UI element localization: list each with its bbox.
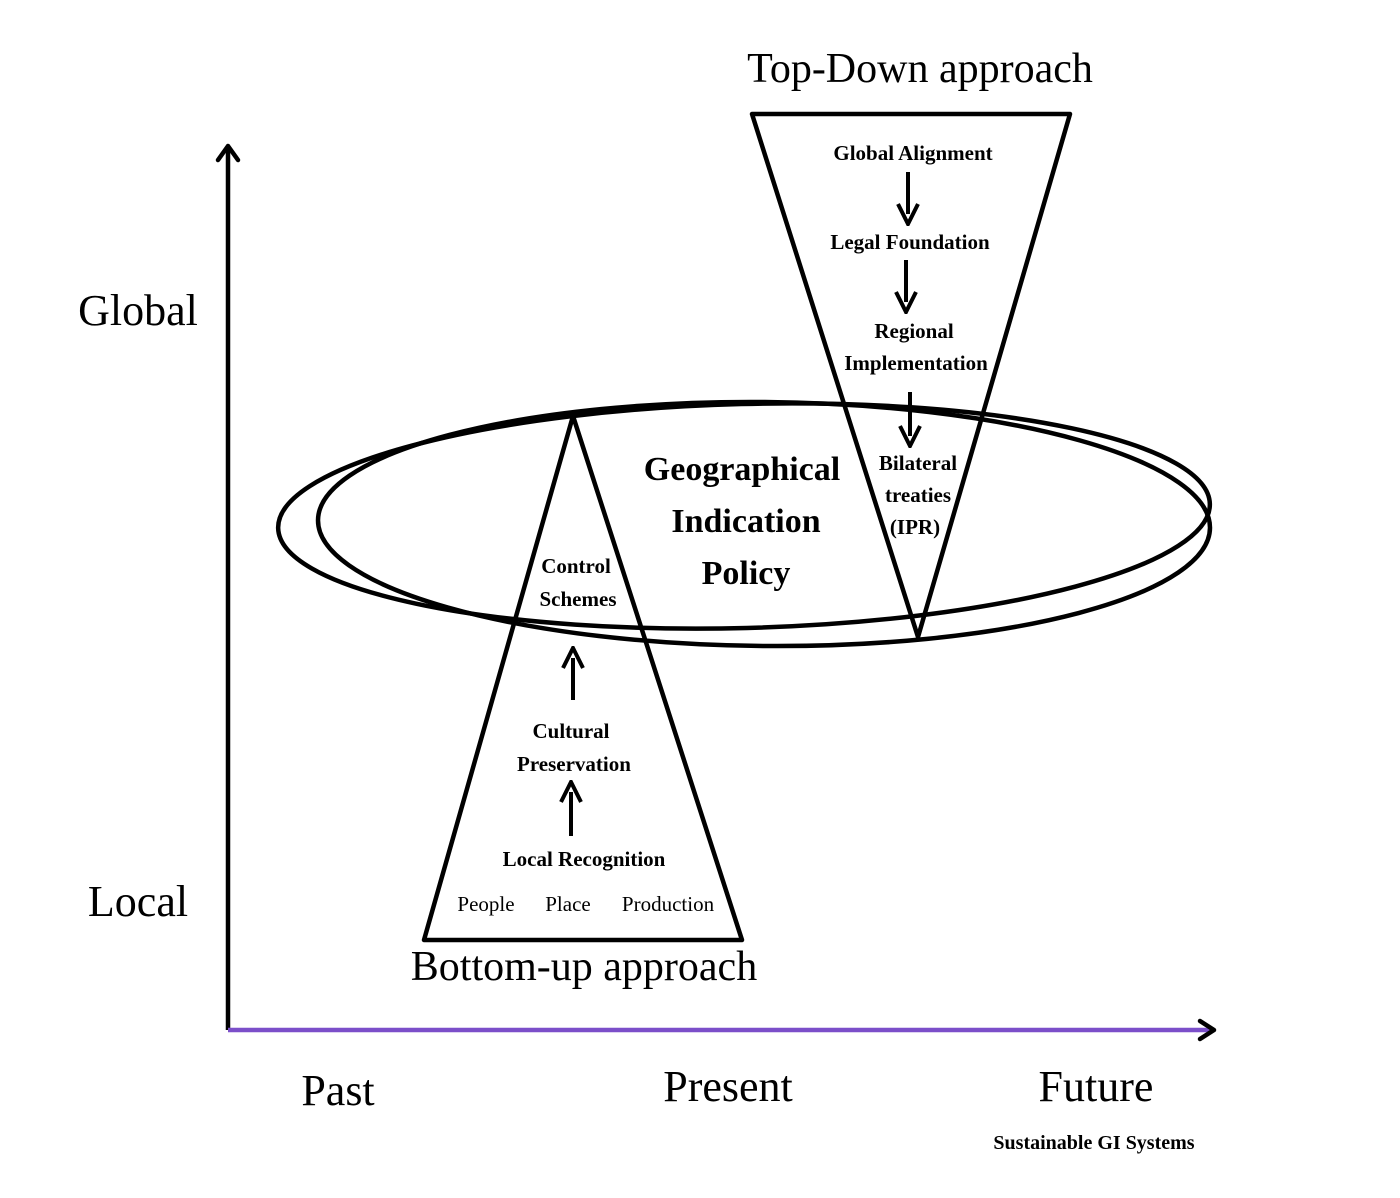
step-bilateral-line2: treaties (885, 483, 951, 507)
step-regional-line1: Regional (874, 319, 954, 343)
step-local-recognition: Local Recognition (503, 847, 666, 871)
x-sub-label: Sustainable GI Systems (993, 1132, 1194, 1154)
center-line2: Indication (671, 503, 820, 540)
base-item-people: People (457, 892, 514, 916)
step-regional-line2: Implementation (844, 351, 988, 375)
bottom-up-title: Bottom-up approach (411, 944, 757, 990)
bottom-up-triangle (421, 413, 745, 943)
y-axis-arrowhead (215, 143, 241, 163)
step-global-alignment: Global Alignment (833, 141, 992, 165)
x-axis-arrowhead (1197, 1018, 1217, 1042)
policy-ellipse (275, 399, 1213, 649)
step-bilateral-line1: Bilateral (879, 451, 957, 475)
step-cultural-line2: Preservation (517, 752, 631, 776)
step-legal-foundation: Legal Foundation (830, 230, 990, 254)
y-label-local: Local (88, 877, 188, 926)
x-label-past: Past (301, 1066, 374, 1115)
step-control-line2: Schemes (540, 587, 617, 611)
y-label-global: Global (78, 286, 198, 335)
step-cultural-line1: Cultural (532, 719, 609, 743)
base-item-place: Place (545, 892, 590, 916)
step-bilateral-line3: (IPR) (890, 515, 940, 539)
step-control-line1: Control (541, 554, 611, 578)
center-line1: Geographical (644, 451, 840, 488)
top-down-title: Top-Down approach (747, 46, 1093, 92)
base-item-production: Production (622, 892, 715, 916)
top-down-triangle (749, 111, 1073, 640)
center-line3: Policy (702, 555, 791, 592)
x-label-future: Future (1039, 1062, 1154, 1111)
x-label-present: Present (663, 1062, 793, 1111)
